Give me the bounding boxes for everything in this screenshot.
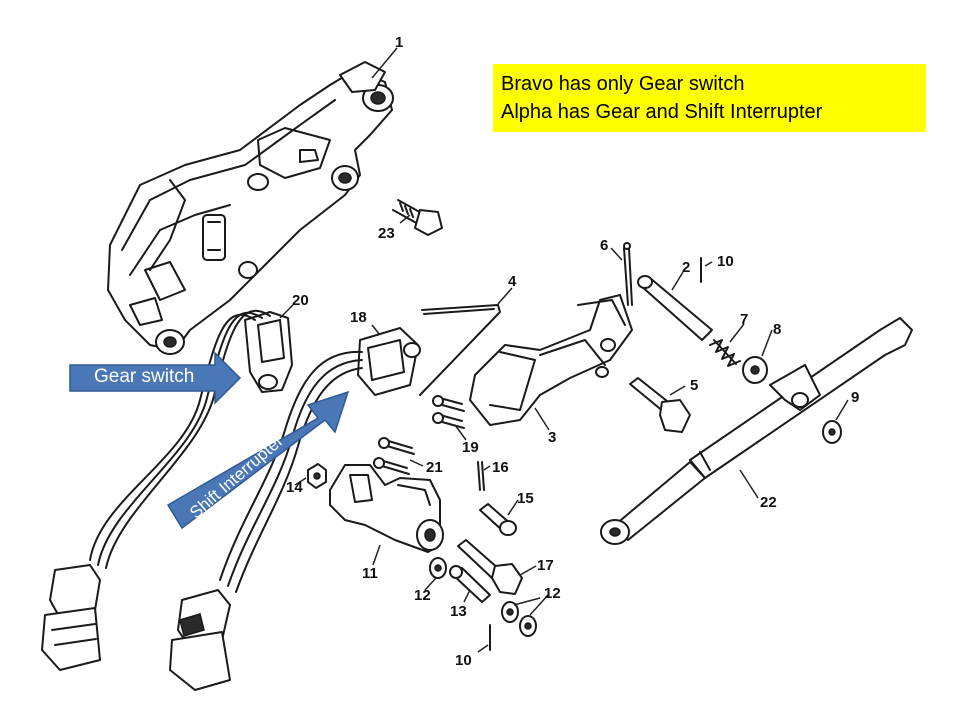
part-label-22: 22 xyxy=(760,494,777,511)
part-label-3: 3 xyxy=(548,429,556,446)
screws-part-19 xyxy=(432,395,465,429)
part-label-2: 2 xyxy=(682,259,690,276)
note-line-2: Alpha has Gear and Shift Interrupter xyxy=(501,101,823,123)
pin-part-15 xyxy=(479,503,517,536)
gear-switch-label: Gear switch xyxy=(94,366,195,387)
shift-lever-part-11 xyxy=(329,464,444,553)
part-label-11: 11 xyxy=(362,565,378,582)
bolt-part-13 xyxy=(449,565,491,603)
part-label-21: 21 xyxy=(426,459,443,476)
pin-part-2 xyxy=(637,275,713,341)
gear-switch-part-20 xyxy=(89,309,293,569)
part-label-9: 9 xyxy=(851,389,859,406)
bolt-part-5 xyxy=(629,377,691,433)
harness-connector-center xyxy=(169,589,231,691)
gear-switch-arrow-shape xyxy=(69,351,242,405)
part-label-14: 14 xyxy=(286,479,303,496)
part-label-8: 8 xyxy=(773,321,781,338)
bravo-alpha-note: Bravo has only Gear switch Alpha has Gea… xyxy=(493,64,926,132)
part-label-15: 15 xyxy=(517,490,534,507)
part-label-6: 6 xyxy=(600,237,608,254)
part-label-16: 16 xyxy=(492,459,509,476)
bolt-part-17 xyxy=(457,539,523,595)
part-label-19: 19 xyxy=(462,439,479,456)
shift-interrupter-part-18 xyxy=(219,327,421,593)
harness-connector-left xyxy=(41,564,101,671)
screws-part-21 xyxy=(373,437,415,475)
part-label-13: 13 xyxy=(450,603,467,620)
part-label-5: 5 xyxy=(690,377,698,394)
cylinder-part-22 xyxy=(600,317,913,545)
part-label-10-lower: 10 xyxy=(455,652,472,669)
link-rod-part-4 xyxy=(419,304,501,396)
part-label-20: 20 xyxy=(292,292,309,309)
part-label-18: 18 xyxy=(350,309,367,326)
cotter-pin-part-6 xyxy=(623,242,633,306)
part-label-4: 4 xyxy=(508,273,517,290)
part-label-17: 17 xyxy=(537,557,554,574)
shift-interrupter-arrow-shape xyxy=(166,390,350,530)
washer-part-8 xyxy=(742,356,768,384)
washer-part-12-left xyxy=(429,557,447,579)
note-line-1: Bravo has only Gear switch xyxy=(501,73,745,95)
cotter-pin-part-16 xyxy=(477,461,485,491)
part-label-1: 1 xyxy=(395,34,403,51)
part-label-10-upper: 10 xyxy=(717,253,734,270)
leader-lines xyxy=(279,47,849,653)
spring-part-7 xyxy=(709,339,741,367)
nut-part-14 xyxy=(307,463,327,489)
part-number-labels: 1 23 20 18 4 6 2 10 7 8 5 3 9 22 19 21 1… xyxy=(286,34,859,669)
washers-part-12-right xyxy=(501,601,537,637)
bracket-part-3 xyxy=(469,294,633,426)
part-label-23: 23 xyxy=(378,225,395,242)
washer-part-9 xyxy=(822,420,842,444)
part-label-7: 7 xyxy=(740,311,748,328)
mounting-plate-part-1 xyxy=(107,61,394,355)
bolt-part-23 xyxy=(392,199,443,236)
part-label-12-left: 12 xyxy=(414,587,431,604)
part-label-12-right: 12 xyxy=(544,585,561,602)
